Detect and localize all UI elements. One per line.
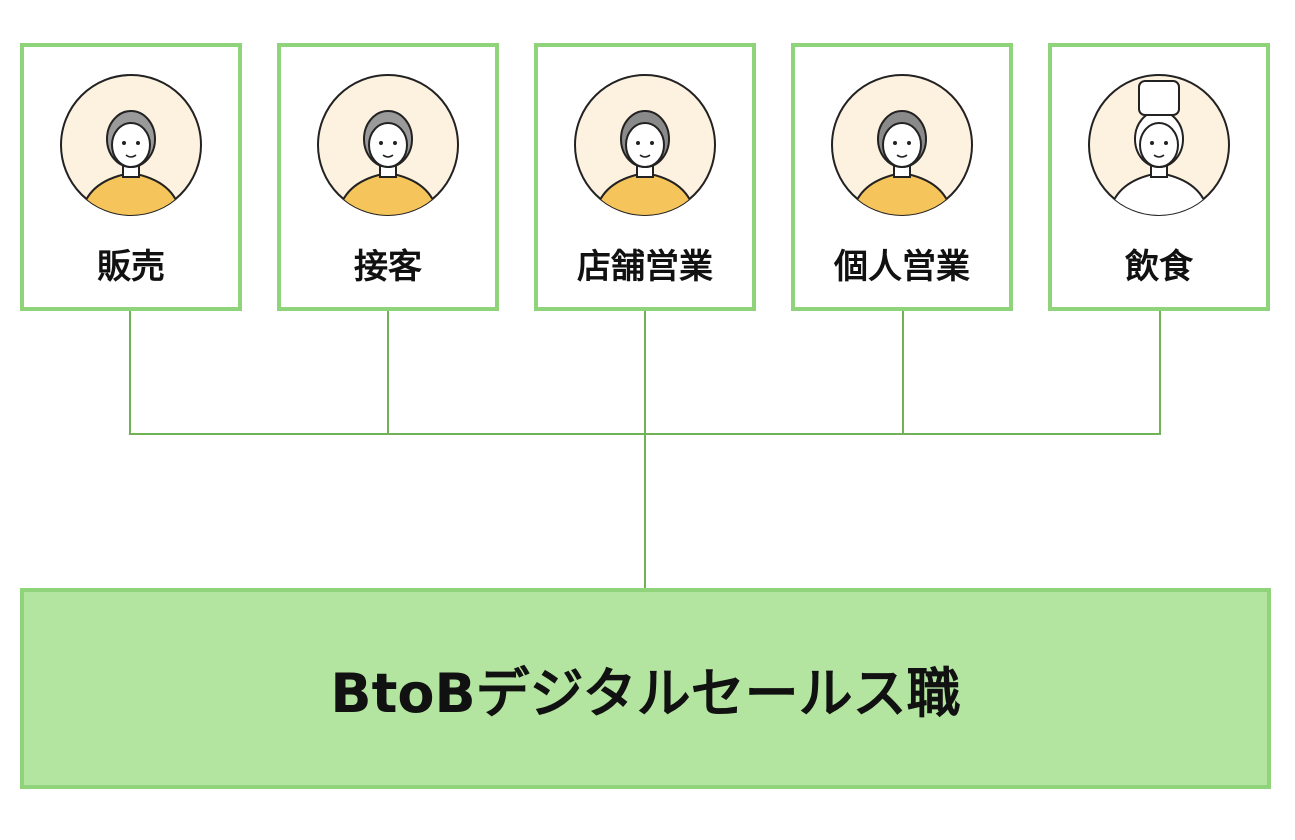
connector-vertical-2 [387, 311, 389, 435]
role-card: 店舗営業 [534, 43, 756, 311]
role-card: 飲食 [1048, 43, 1270, 311]
store-sales-avatar-icon [574, 74, 716, 216]
individual-sales-avatar-icon [831, 74, 973, 216]
target-role-box: BtoBデジタルセールス職 [20, 588, 1271, 789]
role-label: 店舗営業 [577, 247, 713, 287]
role-label: 販売 [97, 247, 165, 287]
connector-vertical-1 [129, 311, 131, 435]
service-staff-avatar-icon [317, 74, 459, 216]
sales-clerk-avatar-icon [60, 74, 202, 216]
role-card: 接客 [277, 43, 499, 311]
role-label: 飲食 [1125, 247, 1193, 287]
connector-vertical-3 [644, 311, 646, 589]
connector-vertical-5 [1159, 311, 1161, 435]
connector-horizontal [129, 433, 1161, 435]
chef-avatar-icon [1088, 74, 1230, 216]
role-label: 接客 [354, 247, 422, 287]
role-label: 個人営業 [834, 247, 970, 287]
role-card: 個人営業 [791, 43, 1013, 311]
connector-vertical-4 [902, 311, 904, 435]
role-card: 販売 [20, 43, 242, 311]
target-role-label: BtoBデジタルセールス職 [330, 662, 961, 725]
